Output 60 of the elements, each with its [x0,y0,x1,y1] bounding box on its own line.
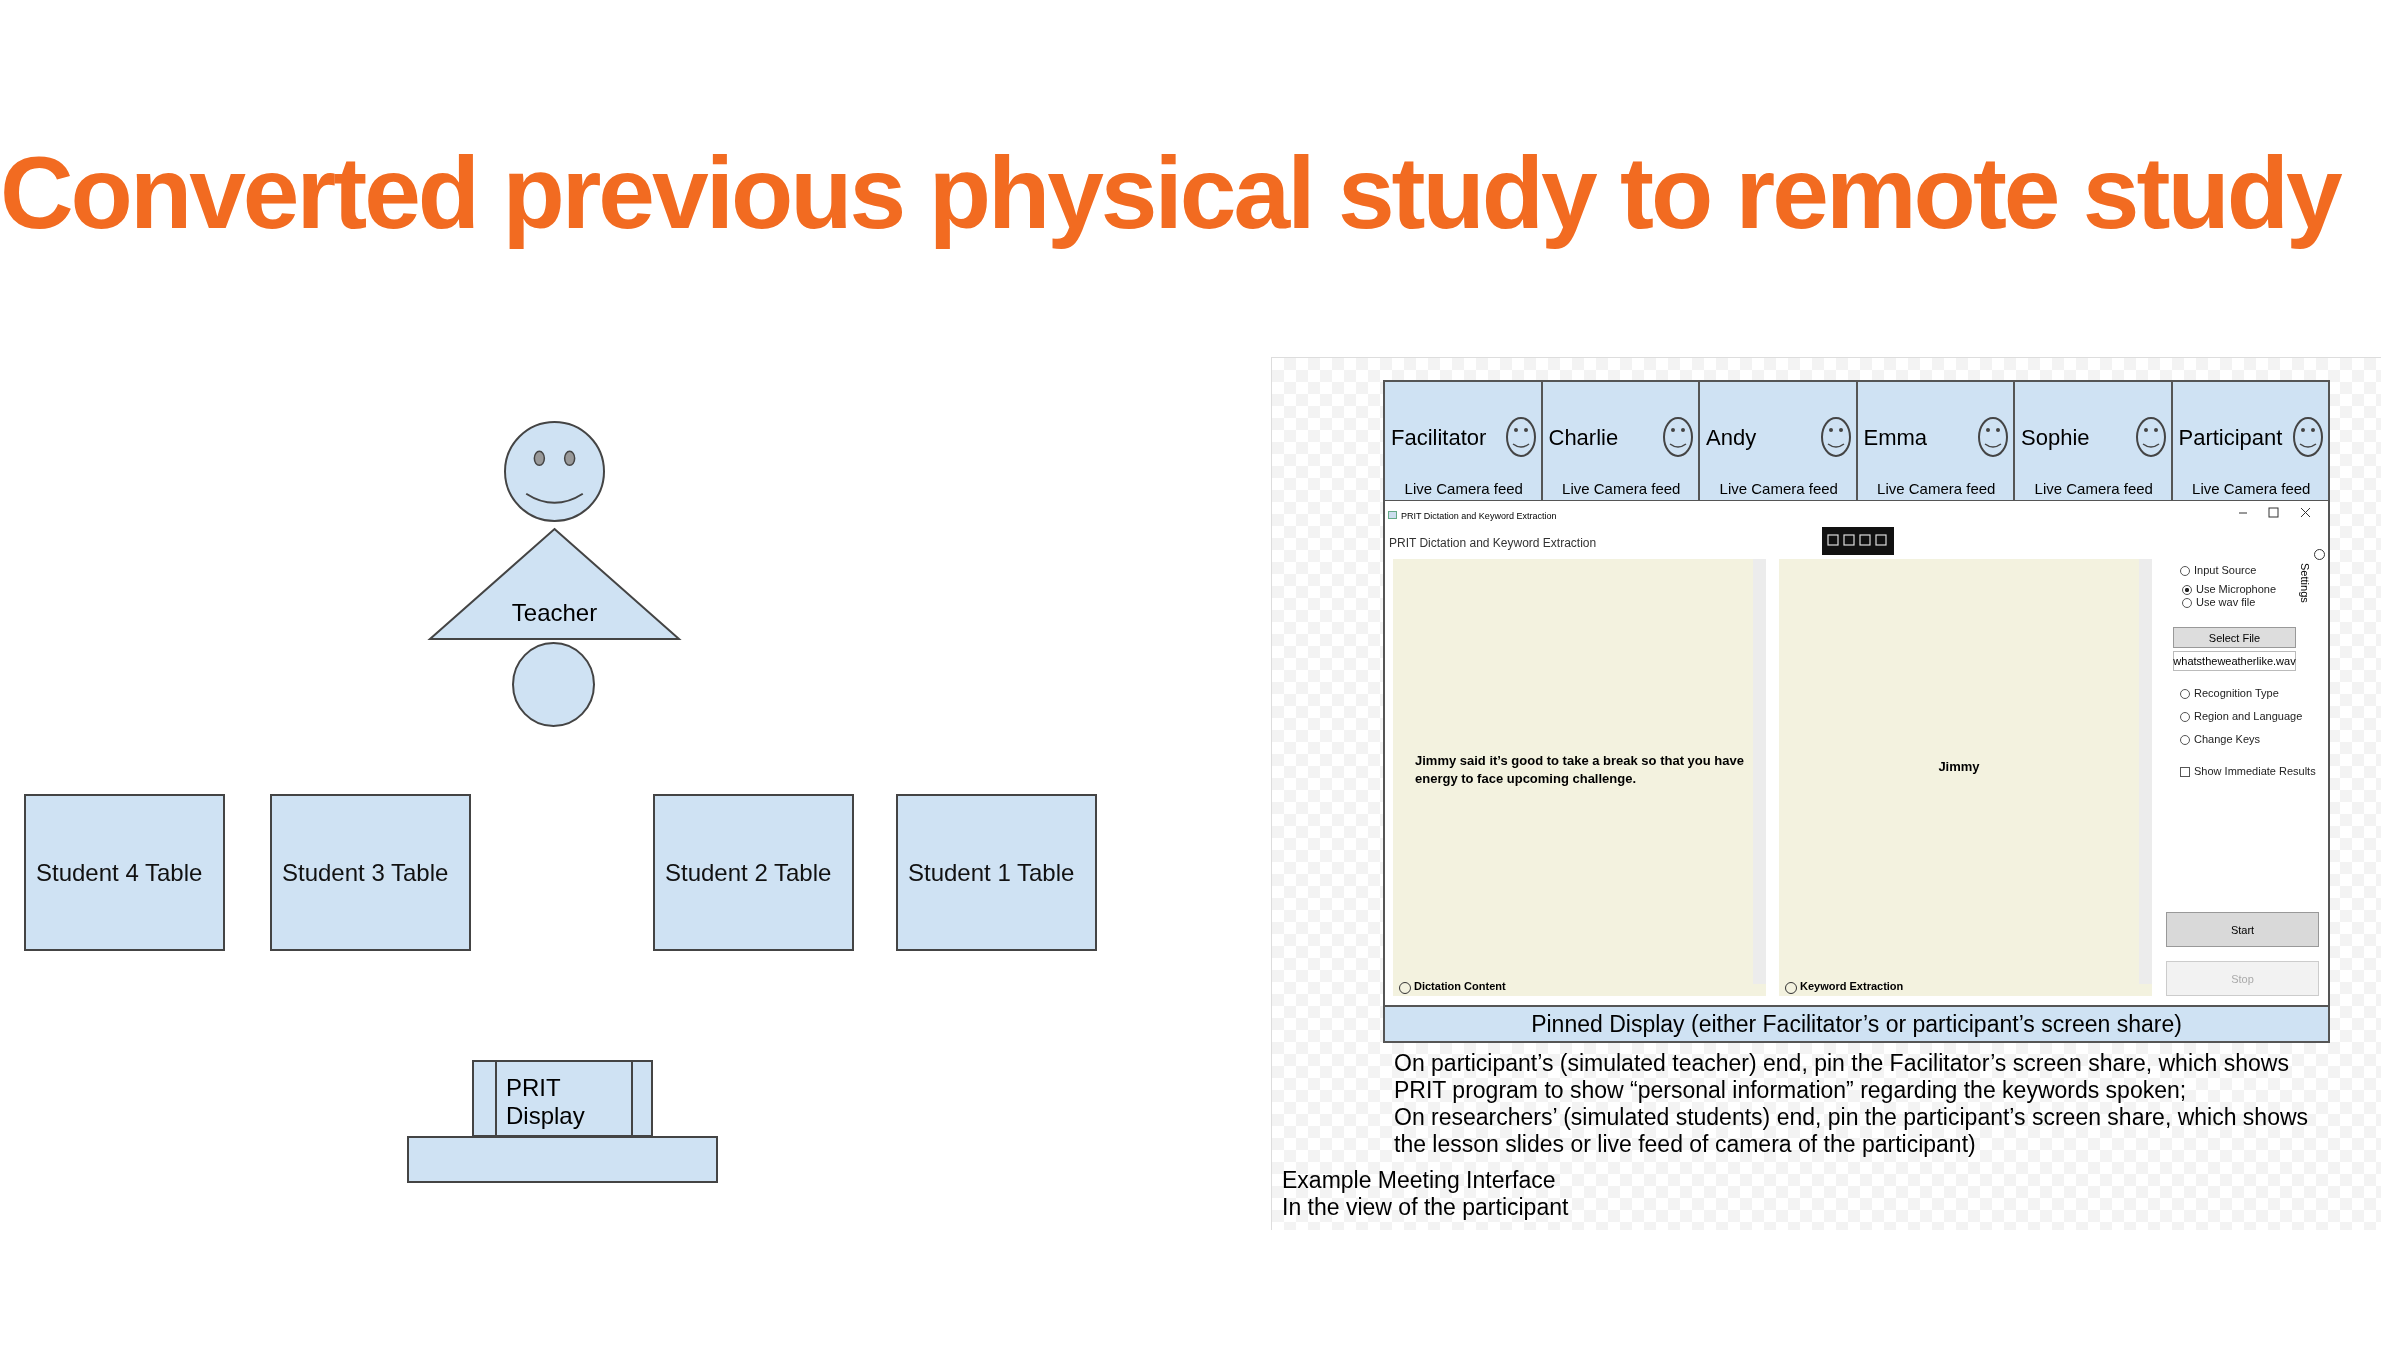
participant-name: Sophie [2021,425,2090,451]
figure-label: Teacher [510,599,599,627]
panel-caption: Dictation Content [1414,980,1506,992]
table-box [896,794,1097,951]
feed-caption: Live Camera feed [1876,480,1997,497]
camera-tile [1540,380,1700,502]
feed-caption: Live Camera feed [1718,480,1839,497]
body-circle [512,642,595,727]
camera-tile [2013,380,2173,502]
participant-name: Andy [1706,425,1757,451]
setting-label: Change Keys [2194,733,2261,745]
caption-text: Example Meeting Interface [1282,1167,1557,1194]
participant-name: Facilitator [1391,425,1487,451]
setting-label: Recognition Type [2194,687,2279,699]
setting-label: Input Source [2194,564,2257,576]
note-text: On participant’s (simulated teacher) end, pin the Facilitator’s screen share, which shows PRIT program to show “personal information” regarding the keywords spoken; [1394,1050,2290,1104]
participant-name: Charlie [1548,425,1619,451]
camera-tile [1855,380,2015,502]
participant-name: Emma [1863,425,1928,451]
feed-caption: Live Camera feed [2191,480,2312,497]
table-label: Student 4 Table [36,858,203,887]
camera-tile [1383,380,1543,502]
setting-label: Use Microphone [2196,583,2277,595]
table-label: Student 1 Table [908,858,1075,887]
display-box [472,1060,653,1137]
participant-name: Participant [2178,425,2283,451]
panel-caption: Keyword Extraction [1800,980,1904,992]
app-heading: PRIT Dictation and Keyword Extraction [1389,536,1597,550]
display-label: PRIT Display [506,1074,586,1130]
stop-button: Stop [2166,961,2319,996]
start-button: Start [2166,912,2319,947]
table-label: Student 2 Table [665,858,832,887]
setting-label: Show Immediate Results [2194,765,2316,777]
feed-caption: Live Camera feed [1403,480,1524,497]
note-text: On researchers’ (simulated students) end, pin the participant’s screen share, which shows the lesson slides or live feed of camera of the participant) [1394,1104,2310,1158]
table-box [270,794,471,951]
dictation-text: Jimmy said it’s good to take a break so that you have energy to face upcoming challenge. [1415,752,1745,788]
camera-tile [2170,380,2330,502]
select-file-button: Select File [2173,627,2296,648]
caption-text: In the view of the participant [1282,1194,1570,1221]
feed-caption: Live Camera feed [1561,480,1682,497]
keyword-text: Jimmy [1937,759,1981,774]
window-title: PRIT Dictation and Keyword Extraction [1401,511,1557,521]
table-label: Student 3 Table [282,858,449,887]
pinned-display-bar: Pinned Display (either Facilitator’s or participant’s screen share) [1383,1005,2330,1043]
table-box [653,794,854,951]
setting-label: Use wav file [2196,596,2256,608]
text-panel [1779,559,2152,996]
text-panel [1393,559,1766,996]
camera-tile [1698,380,1858,502]
feed-caption: Live Camera feed [2033,480,2154,497]
base-box [407,1136,718,1183]
table-box [24,794,225,951]
setting-label: Region and Language [2194,710,2303,722]
slide-title: Converted previous physical study to remote study [0,135,2340,252]
vertical-tab-label: Settings [2299,563,2311,603]
file-name-field: whatstheweatherlike.wav [2173,651,2296,671]
head-circle [504,421,605,522]
app-window [1383,501,2330,1006]
triangle-shape [429,528,680,640]
